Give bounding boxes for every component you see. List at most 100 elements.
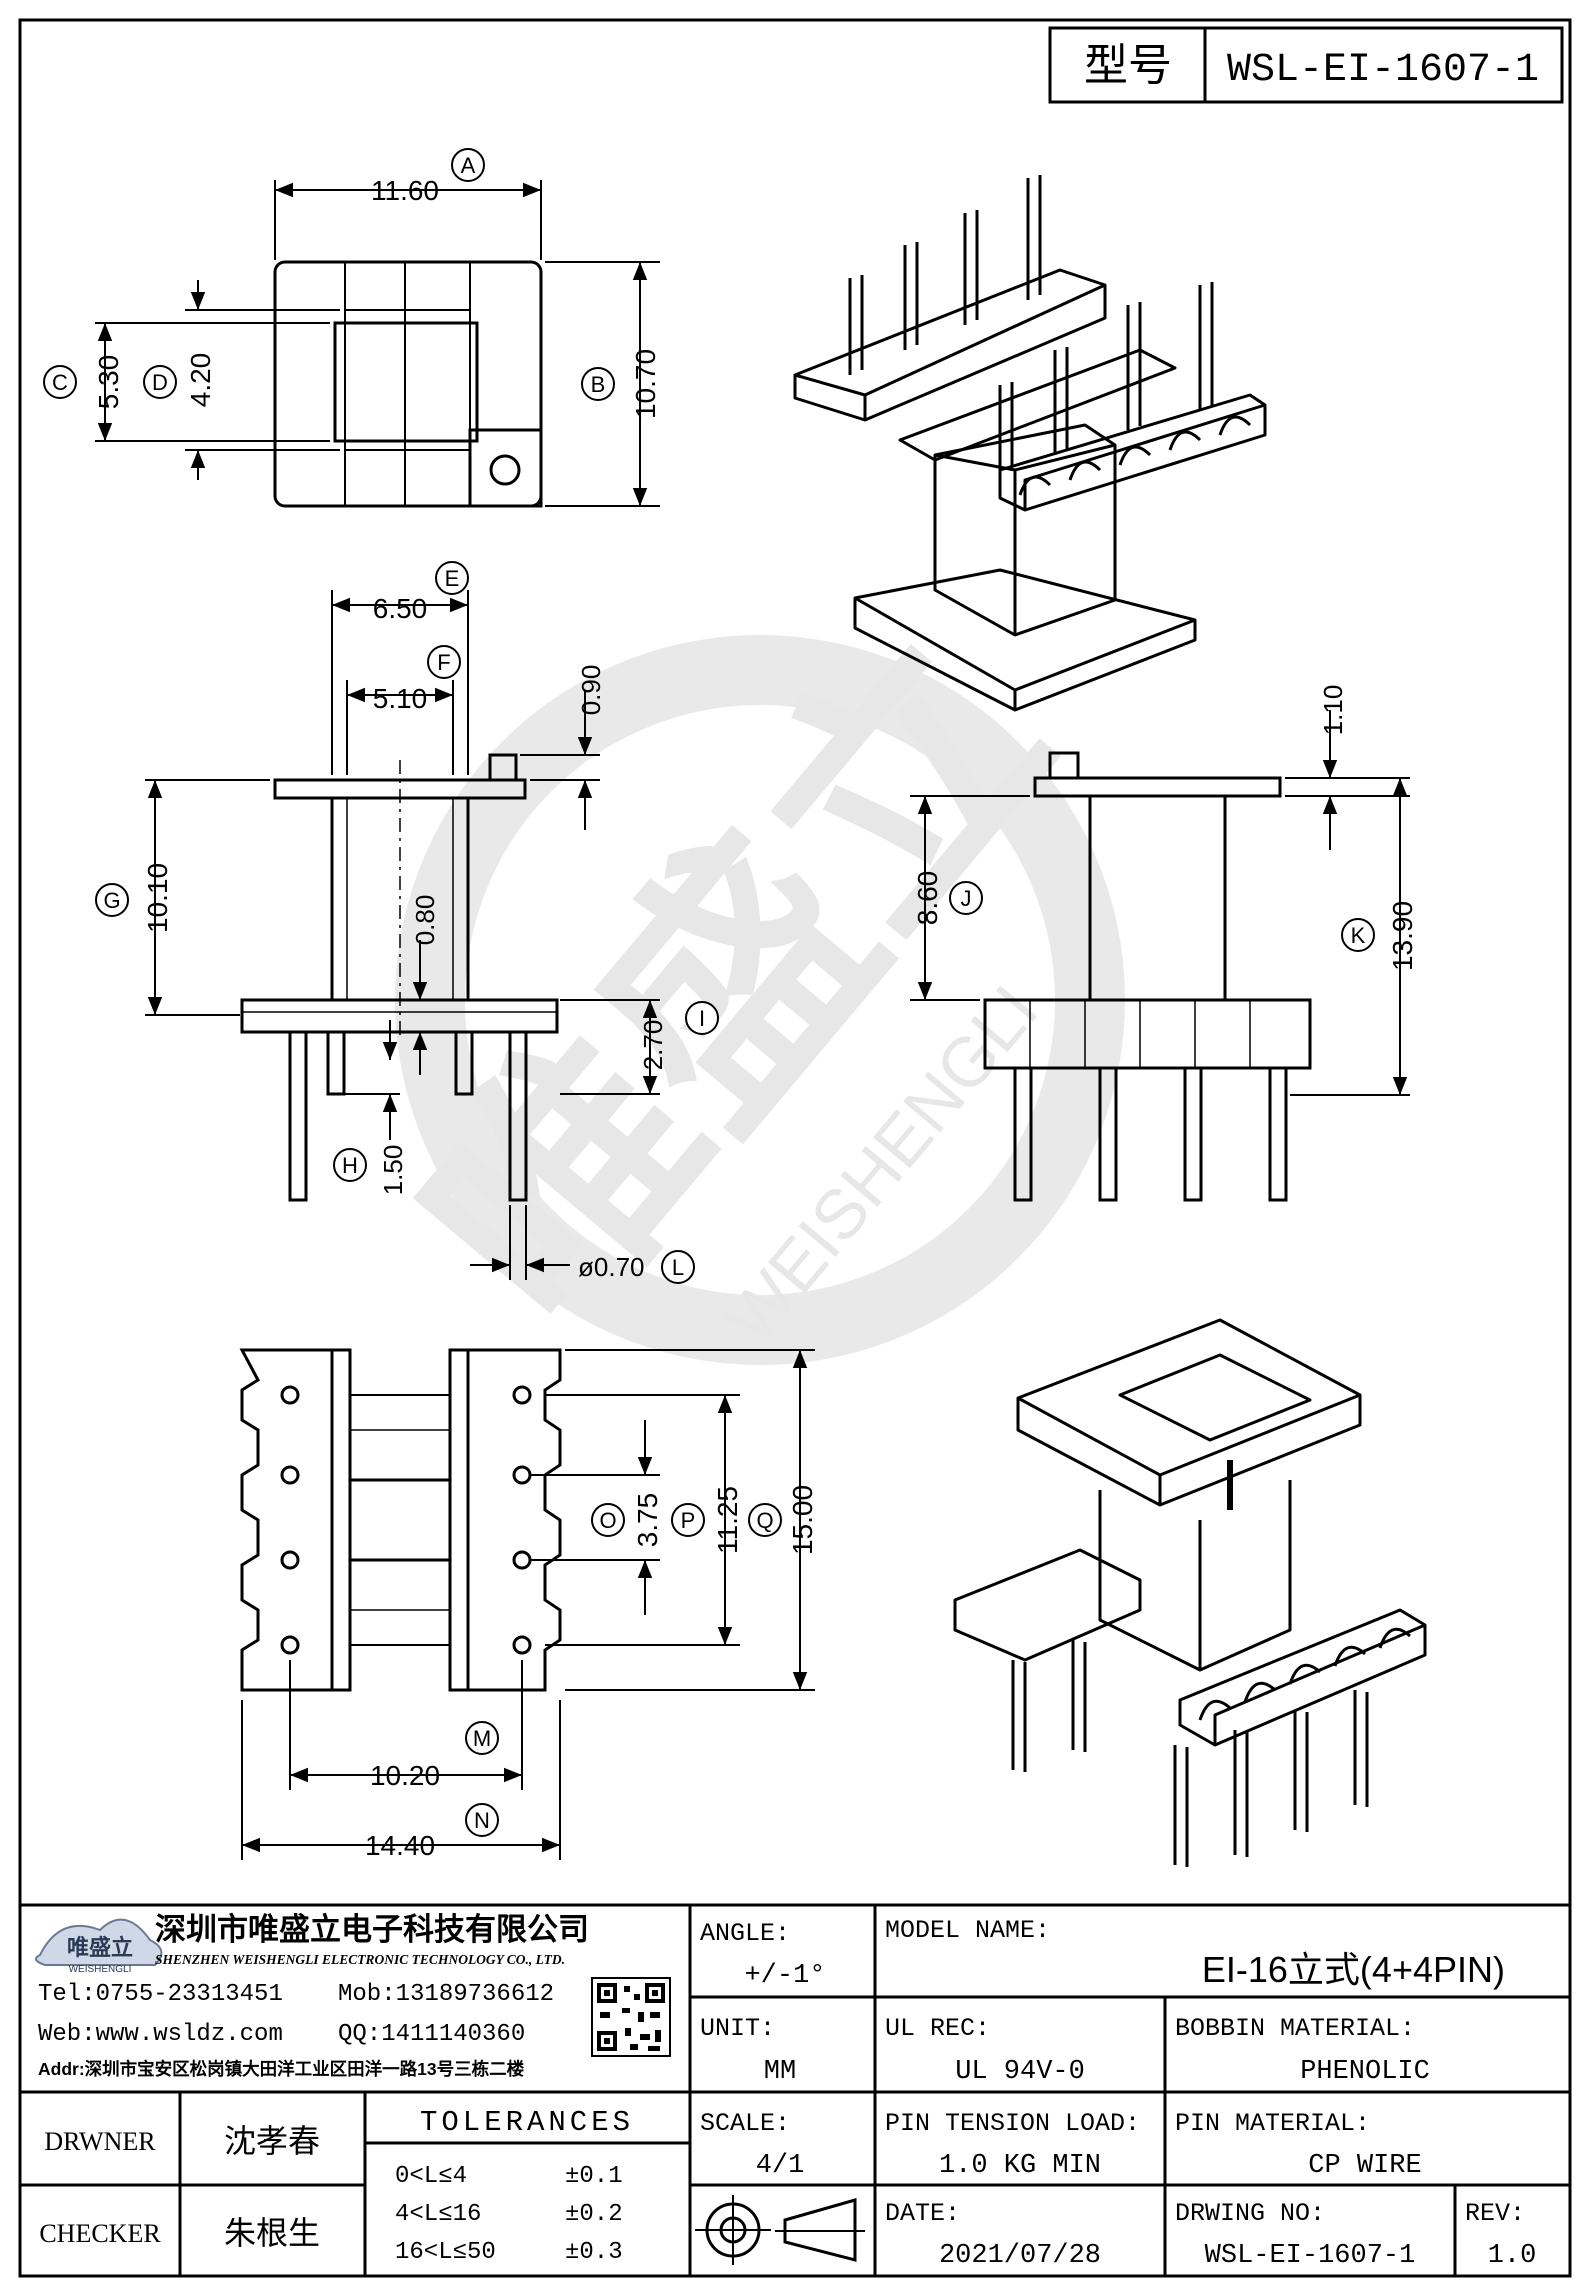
callout-D: D: [143, 365, 177, 399]
top-view: [273, 260, 543, 508]
callout-O: O: [591, 1503, 625, 1537]
rev-label: REV:: [1465, 2199, 1525, 2228]
callout-letter: L: [672, 1255, 684, 1280]
rev-value: 1.0: [1488, 2241, 1537, 2271]
callout-letter: M: [473, 1726, 491, 1751]
dim-E: 6.50: [373, 593, 428, 624]
callout-letter: A: [461, 153, 476, 178]
callout-B: B: [581, 367, 615, 401]
callout-letter: K: [1351, 923, 1366, 948]
drawer-label: DRWNER: [44, 2127, 156, 2156]
drawer-value: 沈孝春: [224, 2123, 320, 2159]
date-label: DATE:: [885, 2199, 960, 2228]
model-header: 型号 WSL-EI-1607-1: [1048, 26, 1564, 104]
callout-E: E: [435, 561, 469, 595]
dim-A: 11.60: [371, 175, 439, 206]
dims-side-view: [910, 710, 1410, 1096]
dim-top-090: 0.90: [576, 665, 606, 716]
pin-material-value: CP WIRE: [1308, 2151, 1421, 2181]
company-web: Web:www.wsldz.com: [38, 2021, 283, 2048]
callout-I: I: [685, 1001, 719, 1035]
front-view: [240, 753, 559, 1202]
iso-view-bottom: [953, 1318, 1427, 1867]
callout-letter: J: [961, 886, 972, 911]
callout-letter: E: [445, 566, 460, 591]
pin-tension-value: 1.0 KG MIN: [939, 2151, 1101, 2181]
callout-C: C: [43, 365, 77, 399]
callout-labels: A B C D E F G H I J K L M N O P Q: [43, 148, 1375, 1837]
unit-value: MM: [764, 2057, 796, 2087]
tol-1-range: 0<L≤4: [395, 2163, 467, 2190]
callout-K: K: [1341, 918, 1375, 952]
dim-top-110: 1.10: [1318, 685, 1348, 736]
callout-letter: I: [699, 1006, 705, 1031]
iso-view-top: [793, 175, 1267, 712]
callout-J: J: [949, 881, 983, 915]
dims-top-view: [95, 180, 660, 507]
pin-tension-label: PIN TENSION LOAD:: [885, 2109, 1140, 2138]
pin-material-label: PIN MATERIAL:: [1175, 2109, 1370, 2138]
tolerances-label: TOLERANCES: [420, 2106, 634, 2139]
angle-label: ANGLE:: [700, 1919, 790, 1948]
scale-value: 4/1: [756, 2151, 805, 2181]
dim-mid-080: 0.80: [410, 895, 440, 946]
dim-H: 1.50: [378, 1145, 408, 1196]
qr-code: [591, 1977, 671, 2057]
dim-C: 5.30: [93, 355, 124, 410]
tol-3-range: 16<L≤50: [395, 2239, 496, 2266]
tol-2-value: ±0.2: [565, 2201, 623, 2228]
company-addr: Addr:深圳市宝安区松岗镇大田洋工业区田洋一路13号三栋二楼: [38, 2059, 525, 2079]
callout-letter: F: [437, 650, 450, 675]
dims-bottom-view: [241, 1349, 815, 1860]
company-info: 唯盛立 WEISHENGLI 深圳市唯盛立电子科技有限公司 SHENZHEN W…: [35, 1912, 671, 2079]
dim-K: 13.90: [1387, 901, 1418, 971]
bobbin-value: PHENOLIC: [1300, 2057, 1430, 2087]
callout-letter: N: [474, 1808, 490, 1833]
company-mob: Mob:13189736612: [338, 1981, 554, 2008]
callout-letter: D: [152, 370, 168, 395]
callout-letter: B: [591, 372, 606, 397]
company-logo-text: 唯盛立: [67, 1935, 133, 1960]
title-block: [18, 1903, 1572, 2278]
company-logo: 唯盛立 WEISHENGLI: [35, 1918, 163, 1975]
callout-G: G: [95, 883, 129, 917]
drawing-no-label: DRWING NO:: [1175, 2199, 1325, 2228]
dim-O: 3.75: [632, 1493, 663, 1548]
model-name-value: EI-16立式(4+4PIN): [1202, 1949, 1505, 1990]
callout-L: L: [661, 1250, 695, 1284]
callout-letter: H: [342, 1153, 358, 1178]
company-name-cn: 深圳市唯盛立电子科技有限公司: [155, 1912, 589, 1947]
callout-A: A: [451, 148, 485, 182]
model-label: 型号: [1084, 41, 1172, 90]
dim-Q: 15.00: [787, 1485, 818, 1555]
watermark: 唯盛立 WEISHENGLI: [376, 589, 1125, 1373]
dims-front-view: [145, 590, 660, 1280]
dim-I: 2.70: [638, 1020, 668, 1071]
company-name-en: SHENZHEN WEISHENGLI ELECTRONIC TECHNOLOG…: [155, 1952, 565, 1967]
checker-label: CHECKER: [39, 2219, 161, 2248]
dim-M: 10.20: [370, 1760, 440, 1791]
company-logo-sub: WEISHENGLI: [69, 1964, 132, 1975]
dim-L: ø0.70: [578, 1252, 645, 1282]
dim-F: 5.10: [373, 683, 428, 714]
projection-symbol-icon: [695, 2195, 865, 2265]
callout-H: H: [333, 1148, 367, 1182]
drawing-no-value: WSL-EI-1607-1: [1205, 2241, 1416, 2271]
ul-rec-label: UL REC:: [885, 2014, 990, 2043]
tol-1-value: ±0.1: [565, 2163, 623, 2190]
callout-P: P: [671, 1503, 705, 1537]
callout-letter: P: [681, 1508, 696, 1533]
model-name-label: MODEL NAME:: [885, 1916, 1050, 1945]
dim-G: 10.10: [142, 863, 173, 933]
dim-P: 11.25: [712, 1486, 743, 1554]
dim-N: 14.40: [365, 1830, 435, 1861]
angle-value: +/-1°: [744, 1961, 825, 1991]
scale-label: SCALE:: [700, 2109, 790, 2138]
callout-F: F: [427, 645, 461, 679]
callout-Q: Q: [748, 1503, 782, 1537]
tol-2-range: 4<L≤16: [395, 2201, 481, 2228]
unit-label: UNIT:: [700, 2014, 775, 2043]
callout-N: N: [465, 1803, 499, 1837]
ul-rec-value: UL 94V-0: [955, 2057, 1085, 2087]
